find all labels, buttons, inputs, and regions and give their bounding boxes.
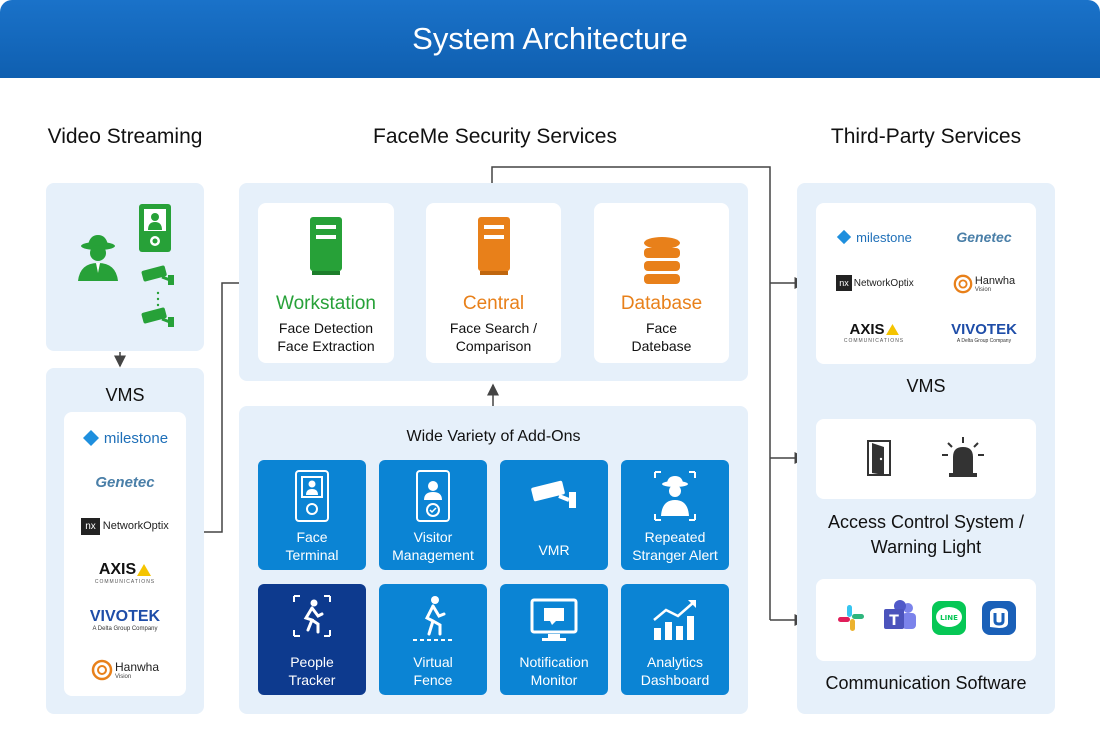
- people-tracker-label-2: Tracker: [288, 672, 336, 688]
- central-sub2: Comparison: [455, 338, 532, 354]
- hanwha-logo: Hanwha Vision: [934, 271, 1034, 297]
- milestone-logo: milestone: [64, 426, 186, 450]
- workstation-card: Workstation Face Detection Face Extracti…: [258, 203, 394, 363]
- dotted-separator-icon: [156, 291, 160, 307]
- central-server-icon: [478, 217, 510, 275]
- analytics-dashboard-tile[interactable]: Analytics Dashboard: [621, 584, 729, 695]
- camera-icon: [141, 265, 174, 285]
- face-terminal-label-1: Face: [296, 529, 328, 545]
- line-icon: LINE: [932, 601, 966, 635]
- notification-monitor-label-1: Notification: [519, 654, 589, 670]
- suspect-person-icon: [78, 235, 118, 281]
- database-sub1: Face: [645, 320, 678, 336]
- database-sub2: Datebase: [631, 338, 692, 354]
- analytics-dashboard-label-2: Dashboard: [640, 672, 710, 688]
- page-title: System Architecture: [412, 21, 688, 56]
- vms-label: VMS: [105, 385, 145, 405]
- networkoptix-logo: nx NetworkOptix: [820, 271, 930, 295]
- workstation-title: Workstation: [276, 293, 376, 314]
- analytics-dashboard-label-1: Analytics: [646, 654, 704, 670]
- workstation-server-icon: [310, 217, 342, 275]
- central-sub1: Face Search /: [449, 320, 538, 336]
- faceme-services-title: FaceMe Security Services: [373, 125, 617, 148]
- vmr-camera-icon: [531, 480, 576, 508]
- visitor-management-tile[interactable]: Visitor Management: [379, 460, 487, 570]
- people-tracker-icon: [293, 595, 331, 637]
- slack-icon: [838, 605, 864, 631]
- virtual-fence-tile[interactable]: Virtual Fence: [379, 584, 487, 695]
- repeated-stranger-label-2: Stranger Alert: [632, 547, 718, 563]
- door-icon: [867, 440, 891, 476]
- database-card: Database Face Datebase: [594, 203, 729, 363]
- notification-monitor-label-2: Monitor: [530, 672, 578, 688]
- milestone-logo: milestone: [824, 225, 924, 249]
- camera-icon: [141, 307, 174, 327]
- visitor-management-label-2: Management: [392, 547, 474, 563]
- people-tracker-label-1: People: [290, 654, 334, 670]
- svg-text:T: T: [889, 613, 899, 629]
- third-party-vms-card: milestone Genetec nx NetworkOptix Hanwha…: [816, 203, 1036, 364]
- virtual-fence-label-1: Virtual: [413, 654, 453, 670]
- vmr-tile[interactable]: VMR: [500, 460, 608, 570]
- face-terminal-label-2: Terminal: [285, 547, 339, 563]
- page-header: System Architecture: [0, 0, 1100, 78]
- faceme-services-panel: Workstation Face Detection Face Extracti…: [239, 183, 748, 381]
- chat-app-icon: [982, 601, 1016, 635]
- visitor-management-label-1: Visitor: [413, 529, 453, 545]
- access-control-label-2: Warning Light: [870, 537, 982, 557]
- face-terminal-device-icon: [139, 204, 171, 252]
- database-icon: [644, 237, 680, 284]
- workstation-sub1: Face Detection: [278, 320, 374, 336]
- video-streaming-title: Video Streaming: [47, 125, 203, 148]
- third-party-title: Third-Party Services: [830, 125, 1022, 148]
- visitor-management-icon: [416, 470, 450, 522]
- third-party-panel: milestone Genetec nx NetworkOptix Hanwha…: [797, 183, 1055, 714]
- networkoptix-logo: nx NetworkOptix: [64, 514, 186, 538]
- vms-panel: VMS milestone Genetec nx NetworkOptix AX…: [46, 368, 204, 714]
- access-control-card: [816, 419, 1036, 499]
- vmr-label: VMR: [538, 542, 570, 558]
- svg-text:LINE: LINE: [940, 614, 958, 622]
- workstation-sub2: Face Extraction: [277, 338, 375, 354]
- repeated-stranger-alert-tile[interactable]: Repeated Stranger Alert: [621, 460, 729, 570]
- face-terminal-tile[interactable]: Face Terminal: [258, 460, 366, 570]
- central-title: Central: [462, 293, 525, 314]
- warning-light-icon: [942, 437, 984, 477]
- virtual-fence-label-2: Fence: [413, 672, 453, 688]
- database-title: Database: [620, 293, 703, 314]
- vivotek-logo: VIVOTEK A Delta Group Company: [89, 608, 161, 632]
- vms-logo-card: milestone Genetec nx NetworkOptix AXIS C…: [64, 412, 186, 696]
- video-streaming-panel: [46, 183, 204, 351]
- notification-monitor-tile[interactable]: Notification Monitor: [500, 584, 608, 695]
- axis-logo: AXIS COMMUNICATIONS: [843, 320, 905, 344]
- stranger-alert-icon: [654, 471, 696, 521]
- third-party-vms-label: VMS: [906, 376, 946, 396]
- central-card: Central Face Search / Comparison: [426, 203, 561, 363]
- vivotek-logo: VIVOTEK A Delta Group Company: [951, 320, 1017, 344]
- access-control-label-1: Access Control System /: [827, 512, 1025, 532]
- addons-panel: Wide Variety of Add-Ons Face Terminal Vi…: [239, 406, 748, 714]
- genetec-logo: Genetec: [956, 229, 1012, 245]
- axis-logo: AXIS COMMUNICATIONS: [94, 561, 156, 585]
- hanwha-logo: Hanwha Vision: [64, 656, 186, 684]
- teams-icon: T: [884, 600, 916, 629]
- analytics-chart-icon: [653, 600, 696, 640]
- repeated-stranger-label-1: Repeated: [644, 529, 706, 545]
- communication-card: T LINE: [816, 579, 1036, 661]
- genetec-logo: Genetec: [95, 473, 155, 491]
- notification-monitor-icon: [530, 598, 578, 641]
- addons-title: Wide Variety of Add-Ons: [406, 428, 581, 445]
- face-terminal-icon: [295, 470, 329, 522]
- virtual-fence-icon: [413, 596, 453, 641]
- communication-software-label: Communication Software: [825, 673, 1027, 693]
- people-tracker-tile[interactable]: People Tracker: [258, 584, 366, 695]
